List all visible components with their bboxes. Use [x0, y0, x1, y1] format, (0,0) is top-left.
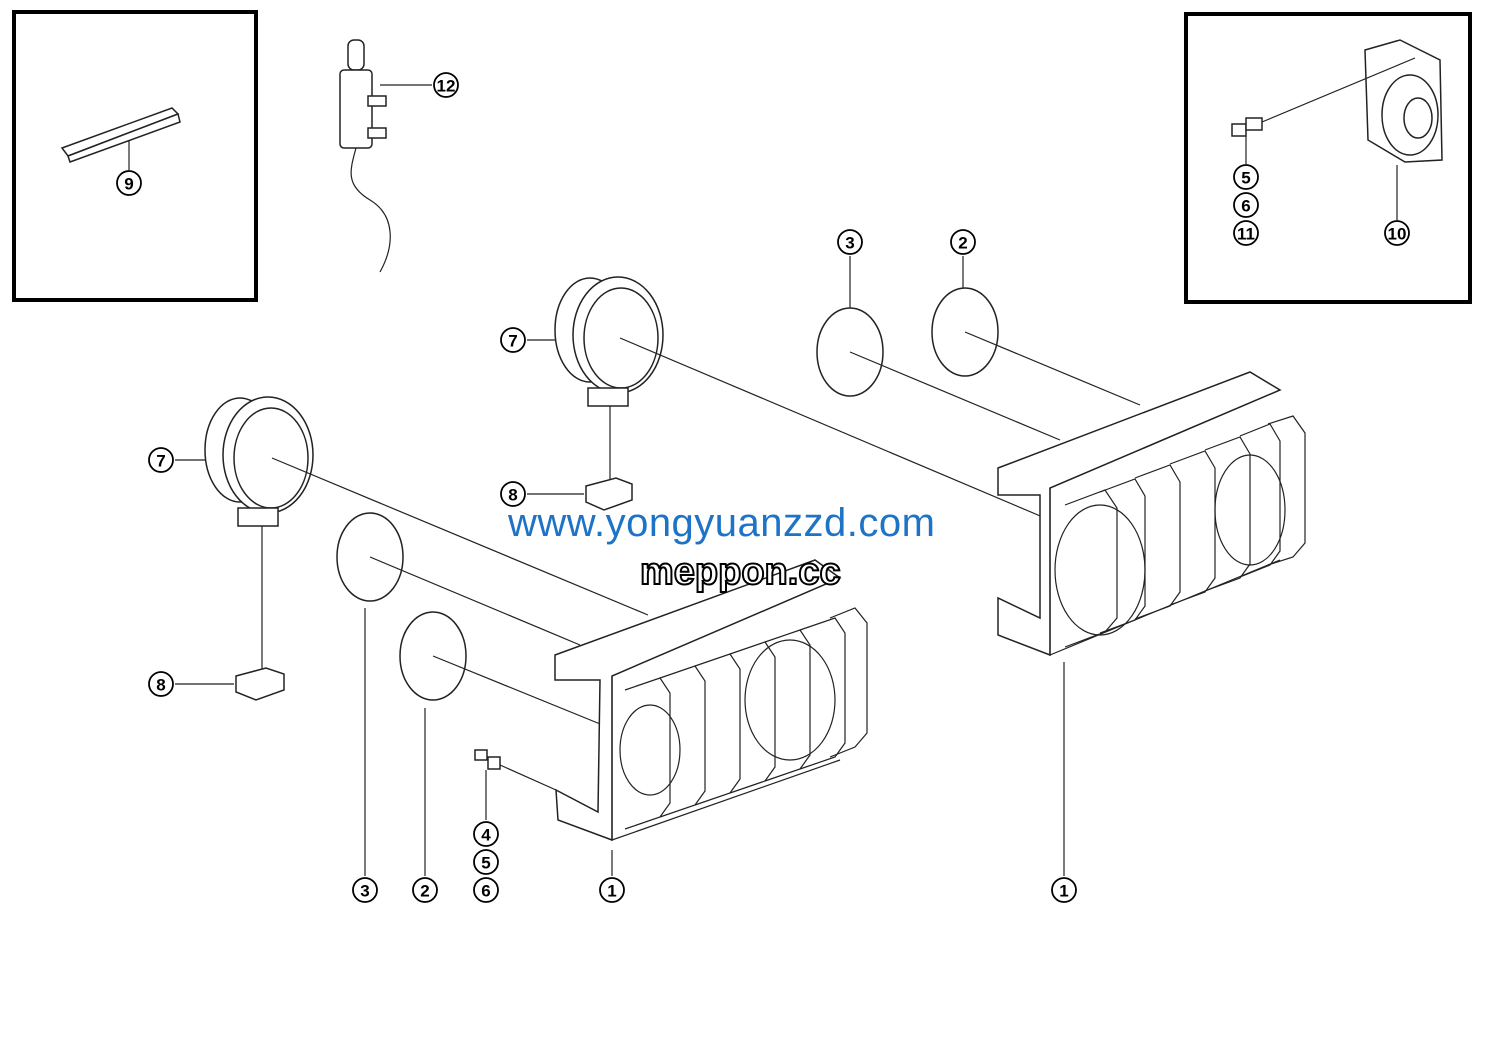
svg-text:3: 3 — [360, 882, 369, 901]
sensor-part — [339, 39, 432, 273]
callout-6: 6 — [473, 877, 499, 903]
svg-text:3: 3 — [845, 234, 854, 253]
callout-1-left: 1 — [599, 877, 625, 903]
callout-5-inset: 5 — [1233, 164, 1259, 190]
svg-text:1: 1 — [1059, 882, 1068, 901]
callout-7-lower: 7 — [148, 447, 174, 473]
lens-covers-lower — [336, 512, 611, 876]
bolt-part — [474, 749, 557, 820]
svg-text:2: 2 — [958, 234, 967, 253]
strip-part — [60, 107, 181, 170]
callout-4: 4 — [473, 821, 499, 847]
callout-8-lower: 8 — [148, 671, 174, 697]
svg-text:9: 9 — [124, 175, 133, 194]
horn-part — [1231, 39, 1443, 220]
callout-3-lower: 3 — [352, 877, 378, 903]
svg-text:7: 7 — [156, 452, 165, 471]
watermark-blue: www.yongyuanzzd.com — [508, 501, 936, 545]
callout-6-inset: 6 — [1233, 192, 1259, 218]
watermark-black: meppon.cc — [639, 550, 842, 594]
svg-text:4: 4 — [481, 826, 491, 845]
svg-text:11: 11 — [1237, 225, 1255, 244]
svg-text:5: 5 — [1241, 169, 1250, 188]
svg-text:5: 5 — [481, 854, 490, 873]
svg-text:7: 7 — [508, 332, 517, 351]
inset-box-right — [1184, 12, 1472, 304]
svg-text:10: 10 — [1388, 225, 1407, 244]
callout-9: 9 — [116, 170, 142, 196]
svg-text:1: 1 — [607, 882, 616, 901]
bracket-left — [554, 559, 868, 876]
bracket-right — [997, 371, 1306, 876]
callout-12: 12 — [433, 72, 459, 98]
work-lamp-upper — [527, 276, 1046, 519]
svg-text:2: 2 — [420, 882, 429, 901]
svg-text:8: 8 — [156, 676, 165, 695]
callout-1-right: 1 — [1051, 877, 1077, 903]
svg-text:6: 6 — [1241, 197, 1250, 216]
svg-text:8: 8 — [508, 486, 517, 505]
svg-text:12: 12 — [437, 77, 456, 96]
callout-3-upper: 3 — [837, 229, 863, 255]
callout-11-inset: 11 — [1233, 220, 1259, 246]
svg-text:6: 6 — [481, 882, 490, 901]
callout-7-upper: 7 — [500, 327, 526, 353]
callout-2-lower: 2 — [412, 877, 438, 903]
work-lamp-lower — [175, 396, 649, 701]
callout-2-upper: 2 — [950, 229, 976, 255]
inset-box-left — [12, 10, 258, 302]
callout-8-upper: 8 — [500, 481, 526, 507]
callout-10-inset: 10 — [1384, 220, 1410, 246]
callout-5: 5 — [473, 849, 499, 875]
lens-covers-upper — [816, 256, 1141, 441]
